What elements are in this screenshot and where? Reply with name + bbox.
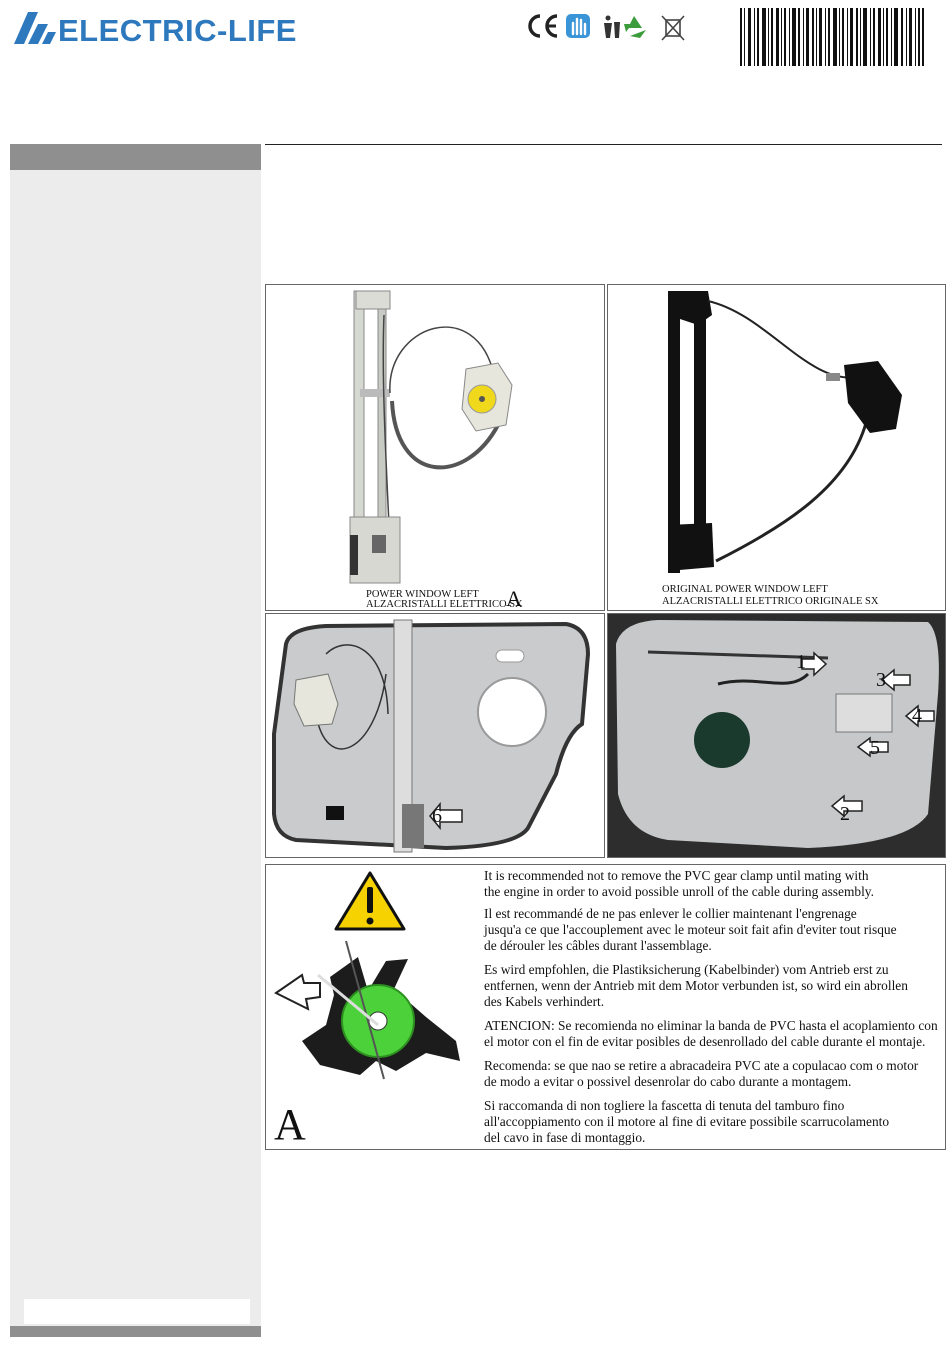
note-line: el motor con el fin de evitar posibles d… [484,1034,926,1049]
sidebar-header-bar [10,144,261,170]
door-panel-image: 6 [265,613,605,858]
note-italian: Si raccomanda di non togliere la fascett… [484,1098,944,1146]
note-line: Recomenda: se que nao se retire a abraca… [484,1058,919,1073]
installed-door-illustration [608,614,945,857]
brand-name: ELECTRIC-LIFE [58,13,297,48]
original-regulator-illustration [668,291,902,573]
note-line: des Kabels verhindert. [484,994,605,1009]
door-panel-illustration [272,619,591,853]
sidebar [10,144,261,1337]
crossed-bin-icon [661,15,685,41]
note-german: Es wird empfohlen, die Plastiksicherung … [484,962,944,1010]
original-regulator-panel: ORIGINAL POWER WINDOW LEFT ALZACRISTALLI… [607,284,946,611]
ce-mark-icon [528,14,558,38]
installed-marker-4: 4 [912,705,922,727]
sidebar-footer-box [24,1299,250,1324]
aftermarket-caption-line2: ALZACRISTALLI ELETTRICO SX [366,599,523,610]
installed-marker-5: 5 [870,737,880,759]
aftermarket-regulator-illustration [349,290,513,584]
sidebar-footer-bar [10,1326,261,1337]
note-french: Il est recommandé de ne pas enlever le c… [484,906,944,954]
note-line: all'accoppiamento con il motore al fine … [484,1114,890,1129]
note-line: de dérouler les câbles durant l'assembla… [484,938,712,953]
installed-marker-1: 1 [796,651,806,673]
hand-care-icon [566,14,590,38]
gear-clamp-panel: A It is recommended not to remove the PV… [265,864,946,1150]
barcode-icon [740,8,924,66]
installed-marker-3: 3 [876,669,886,691]
warning-triangle-icon [334,871,406,931]
note-line: entfernen, wenn der Antrieb mit dem Moto… [484,978,908,993]
installed-marker-2: 2 [840,803,850,825]
note-line: the engine in order to avoid possible un… [484,884,874,899]
note-portuguese: Recomenda: se que nao se retire a abraca… [484,1058,944,1090]
original-caption-line2: ALZACRISTALLI ELETTRICO ORIGINALE SX [662,596,879,607]
gear-clamp-illustration [274,871,460,1080]
aftermarket-caption-line1: POWER WINDOW LEFT [366,589,479,600]
note-line: Il est recommandé de ne pas enlever le c… [484,906,857,921]
note-line: Si raccomanda di non togliere la fascett… [484,1098,845,1113]
note-spanish: ATENCION: Se recomienda no eliminar la b… [484,1018,944,1050]
header-rule [265,144,942,145]
note-line: jusqu'a ce que l'accouplement avec le mo… [484,922,897,937]
installed-door-image: 1 2 3 4 5 [607,613,946,858]
note-line: It is recommended not to remove the PVC … [484,868,869,883]
certification-icons [528,14,685,41]
trash-bin-icon [604,15,620,38]
aftermarket-regulator-panel: POWER WINDOW LEFT ALZACRISTALLI ELETTRIC… [265,284,605,611]
note-line: de modo a evitar o possivel desenrolar d… [484,1074,852,1089]
note-line: del cavo in fase di montaggio. [484,1130,646,1145]
note-english: It is recommended not to remove the PVC … [484,868,944,900]
gear-clamp-marker: A [274,1100,306,1149]
recycle-icon [624,16,646,38]
aftermarket-marker: A [506,586,522,611]
note-line: Es wird empfohlen, die Plastiksicherung … [484,962,889,977]
note-line: ATENCION: Se recomienda no eliminar la b… [484,1018,938,1033]
door-panel-marker: 6 [432,805,442,827]
brand-logo-icon [14,12,56,44]
original-caption-line1: ORIGINAL POWER WINDOW LEFT [662,584,828,595]
